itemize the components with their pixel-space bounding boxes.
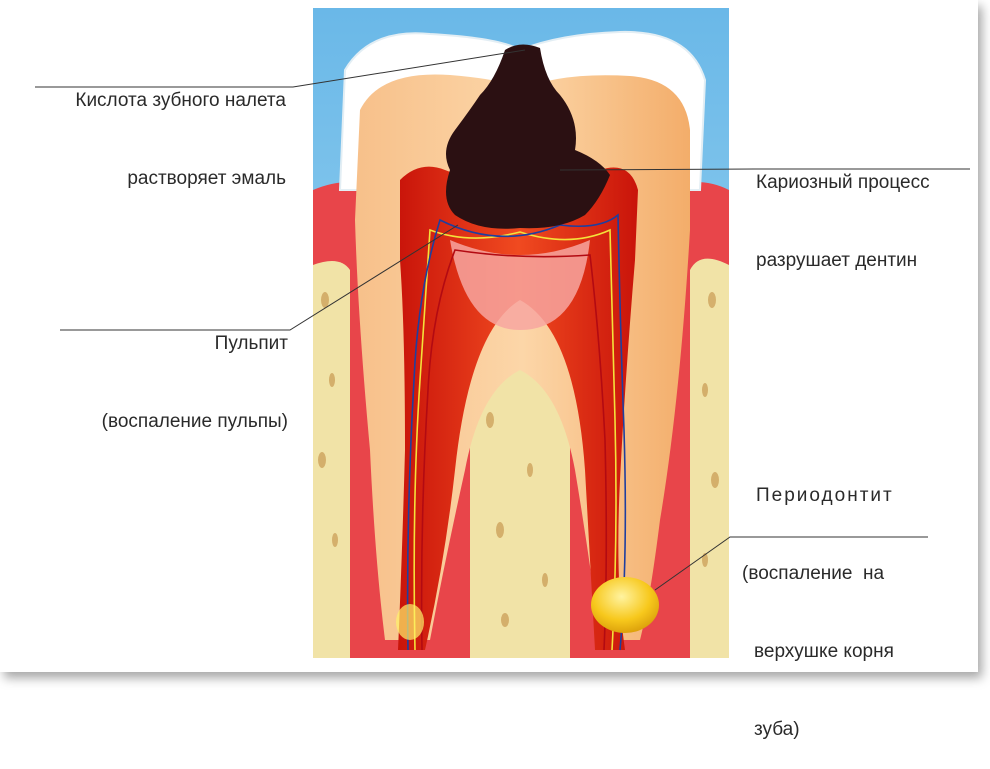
label-enamel-line-1: Кислота зубного налета bbox=[20, 88, 286, 114]
label-pulpitis: Пульпит (воспаление пульпы) bbox=[40, 279, 288, 461]
label-dentin-line-1: Кариозный процесс bbox=[756, 170, 976, 196]
label-periodontitis-line-4: зуба) bbox=[742, 717, 942, 743]
label-pulpitis-line-1: Пульпит bbox=[40, 331, 288, 357]
label-dentin: Кариозный процесс разрушает дентин bbox=[756, 118, 976, 300]
label-enamel: Кислота зубного налета растворяет эмаль bbox=[20, 36, 286, 218]
bone-right bbox=[690, 259, 729, 658]
label-pulpitis-line-2: (воспаление пульпы) bbox=[40, 409, 288, 435]
label-dentin-line-2: разрушает дентин bbox=[756, 248, 976, 274]
label-enamel-line-2: растворяет эмаль bbox=[20, 166, 286, 192]
label-periodontitis: Периодонтит (воспаление на верхушке корн… bbox=[742, 431, 942, 769]
label-periodontitis-line-2: (воспаление на bbox=[742, 561, 942, 587]
label-periodontitis-line-1: Периодонтит bbox=[742, 483, 942, 509]
root-apex-glow bbox=[396, 604, 424, 640]
label-periodontitis-line-3: верхушке корня bbox=[742, 639, 942, 665]
periapical-abscess bbox=[591, 577, 659, 633]
